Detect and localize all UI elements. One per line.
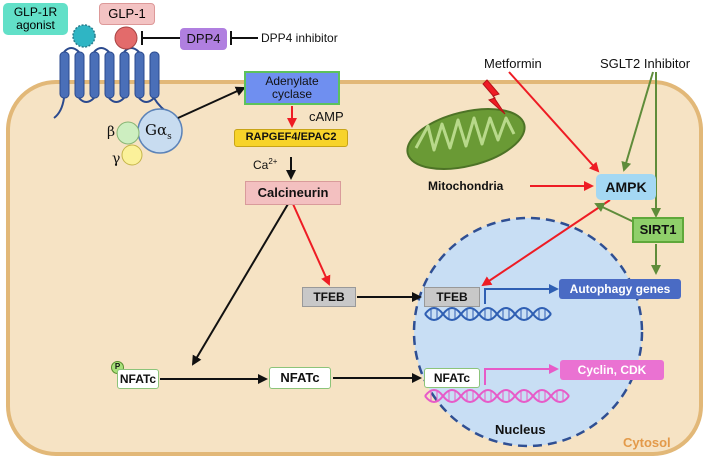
glp1-receptor	[53, 47, 171, 119]
metformin-label: Metformin	[484, 56, 542, 71]
arrow-sirt1-to-ampk	[594, 202, 635, 223]
cyclin-cdk-box: Cyclin, CDK	[560, 360, 664, 380]
glp1r-agonist-label: GLP-1R agonist	[13, 5, 58, 32]
arrow-calcineurin-to-tfeb	[292, 203, 331, 286]
glp1-ligand	[114, 26, 138, 50]
calcium-label: Ca2+	[253, 157, 278, 172]
adenylate-cyclase-box: Adenylate cyclase	[244, 71, 340, 105]
g-alpha-label: Gαs	[145, 121, 172, 142]
dna-helix-tfeb	[424, 307, 552, 321]
dpp4-label: DPP4	[186, 31, 221, 47]
tfeb-nucleus-label: TFEB	[436, 289, 468, 304]
glp1-box: GLP-1	[99, 3, 155, 25]
lightning-bolt-icon	[482, 79, 506, 115]
dpp4-inhibitor-block	[230, 31, 258, 45]
tfeb-cytosol-label: TFEB	[313, 289, 345, 304]
nfatc-cytosol-box: NFATc	[269, 367, 331, 389]
camp-label: cAMP	[309, 109, 344, 124]
arrow-calcineurin-to-nfatc	[191, 203, 289, 366]
g-beta-label: β	[107, 124, 116, 140]
nucleus	[412, 216, 644, 448]
nfatc-phospho-box: NFATc	[117, 369, 159, 389]
glp1r-agonist-box: GLP-1R agonist	[3, 3, 68, 35]
phospho-label: P	[114, 362, 121, 372]
g-gamma-label: γ	[112, 151, 121, 167]
autophagy-genes-box: Autophagy genes	[559, 279, 681, 299]
nfatc-cytosol-label: NFATc	[280, 370, 320, 386]
tfeb-nucleus-box: TFEB	[424, 287, 480, 307]
arrow-tfeb-to-autophagy	[484, 284, 559, 304]
dpp4-inhibitor-label: DPP4 inhibitor	[261, 31, 338, 45]
calcineurin-label: Calcineurin	[257, 185, 329, 201]
ampk-label: AMPK	[605, 178, 647, 195]
g-gamma-subunit	[121, 144, 143, 166]
adenylate-cyclase-label: Adenylate cyclase	[265, 74, 319, 101]
nfatc-phospho-label: NFATc	[119, 371, 157, 386]
mitochondria-label: Mitochondria	[428, 179, 504, 193]
rapgef-box: RAPGEF4/EPAC2	[234, 129, 348, 147]
sglt2-inhibitor-label: SGLT2 Inhibitor	[600, 56, 691, 71]
nucleus-label: Nucleus	[495, 422, 546, 437]
arrow-sglt2-to-ampk	[621, 71, 654, 172]
rapgef-label: RAPGEF4/EPAC2	[245, 131, 337, 144]
dna-helix-nfatc	[424, 389, 570, 403]
calcineurin-box: Calcineurin	[245, 181, 341, 205]
dpp4-box: DPP4	[180, 28, 227, 50]
arrow-ampk-to-tfeb	[481, 199, 611, 287]
tfeb-cytosol-box: TFEB	[302, 287, 356, 307]
glp1-label: GLP-1	[108, 6, 146, 22]
arrow-galpha-to-ac	[177, 86, 246, 119]
arrow-metformin-to-ampk	[508, 71, 600, 173]
g-beta-subunit	[116, 121, 140, 145]
cytosol-label: Cytosol	[623, 435, 671, 450]
nfatc-nucleus-label: NFATc	[433, 370, 471, 385]
sirt1-label: SIRT1	[639, 222, 677, 238]
ampk-box: AMPK	[596, 174, 656, 200]
sirt1-box: SIRT1	[632, 217, 684, 243]
cyclin-cdk-label: Cyclin, CDK	[577, 362, 647, 377]
autophagy-genes-label: Autophagy genes	[569, 281, 671, 296]
dpp4-degrades-glp1	[141, 31, 180, 45]
nfatc-nucleus-box: NFATc	[424, 368, 480, 388]
mitochondria-icon	[406, 108, 526, 170]
arrow-nfatc-to-cyclin	[484, 364, 559, 385]
glp1r-agonist-ligand	[72, 24, 96, 48]
